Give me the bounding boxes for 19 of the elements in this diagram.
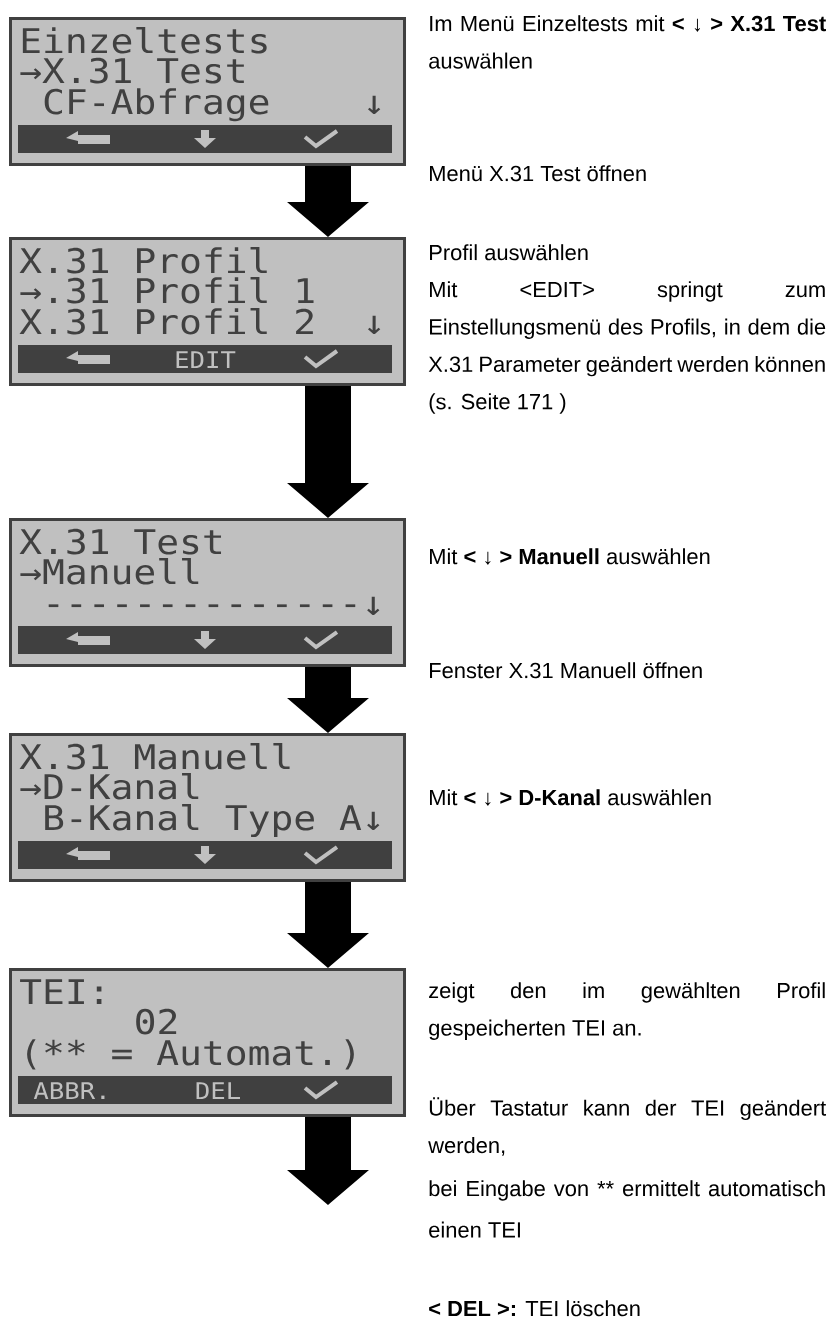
softkey-bar: EDIT xyxy=(18,345,392,373)
instruction-text: Mit < ↓ > Manuell auswählen xyxy=(430,548,710,565)
instruction-text: Fenster X.31 Manuell öffnen xyxy=(430,662,702,679)
instruction-text: bei Eingabe von ** ermittelt automatisch einen TEI xyxy=(429,1180,825,1238)
instruction-text: Im Menü Einzeltests mit < ↓ > X.31 Test auswählen xyxy=(429,15,826,69)
instruction-text: Mit <EDIT> springt zum Einstellungsmenü des Profils, in dem die X.31 Parameter geändert werden können (s. Seite 171 ) xyxy=(428,281,826,414)
lcd-screen: TEI: 02 (** = Automat.) ABBR. DEL xyxy=(9,968,406,1117)
lcd-screen: X.31 Test →Manuell --------------↓ xyxy=(9,518,406,667)
instruction-text: < DEL >: TEI löschen xyxy=(429,1300,640,1317)
softkey-bar: ABBR. DEL xyxy=(18,1076,392,1104)
lcd-screen: Einzeltests →X.31 Test CF-Abfrage ↓ xyxy=(9,17,406,166)
lcd-screen: X.31 Profil →.31 Profil 1 X.31 Profil 2 ↓ EDIT xyxy=(9,237,406,386)
node-label: ABBR. xyxy=(33,1082,105,1100)
instruction-text: zeigt den im gewählten Profil gespeicherten TEI an. xyxy=(429,982,825,1040)
instruction-text: Mit < ↓ > D-Kanal auswählen xyxy=(430,789,711,806)
lcd-screen: X.31 Manuell →D-Kanal B-Kanal Type A↓ xyxy=(9,733,406,882)
node-label: DEL xyxy=(196,1082,240,1100)
instruction-text: Profil auswählen xyxy=(430,244,588,261)
instruction-text: Menü X.31 Test öffnen xyxy=(430,165,646,182)
